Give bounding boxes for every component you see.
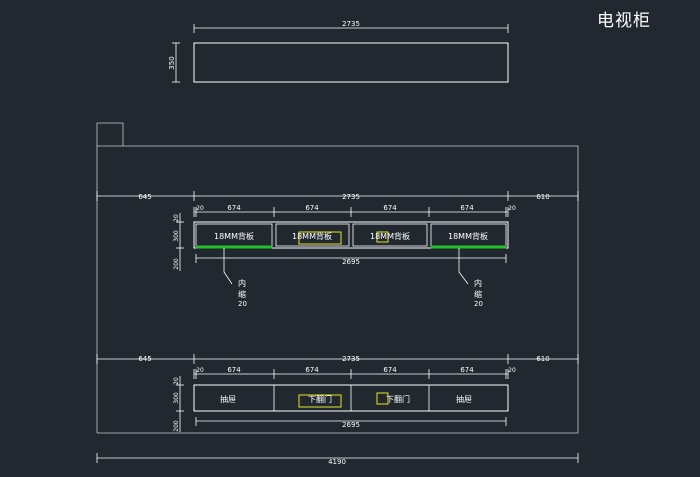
upper-yellow-box-1 bbox=[298, 231, 342, 245]
upper-note-right-3: 20 bbox=[474, 300, 483, 308]
upper-note-left-2: 缩 bbox=[238, 289, 246, 299]
top-plan-outline bbox=[193, 42, 509, 83]
top-width-dim-text: 2735 bbox=[342, 20, 360, 28]
upper-note-left-3: 20 bbox=[238, 300, 247, 308]
upper-note-left-leader bbox=[223, 248, 233, 285]
upper-panel-label-3: 18MM背板 bbox=[370, 231, 410, 241]
upper-center-dim: 2735 bbox=[342, 193, 360, 201]
lower-bay-dim-3: 674 bbox=[383, 366, 397, 374]
lower-vdim-2: 300 bbox=[173, 392, 180, 404]
upper-bay-dim-1: 674 bbox=[227, 204, 241, 212]
lower-yellow-box-2 bbox=[376, 392, 389, 405]
lower-bay-dim-4: 674 bbox=[460, 366, 474, 374]
lower-bay-dim-2: 674 bbox=[305, 366, 319, 374]
lower-vdim-3: 20 bbox=[173, 377, 180, 385]
upper-cabinet-outline bbox=[193, 221, 509, 249]
upper-panel-label-2: 18MM背板 bbox=[292, 231, 332, 241]
upper-bay-3 bbox=[352, 223, 428, 247]
upper-panel-label-4: 18MM背板 bbox=[448, 231, 488, 241]
upper-panel-label-1: 18MM背板 bbox=[214, 231, 254, 241]
lower-vdim-1: 200 bbox=[173, 420, 180, 432]
top-depth-dim-text: 350 bbox=[168, 56, 176, 69]
upper-bay-dim-3: 674 bbox=[383, 204, 397, 212]
lower-panel-label-2: 下翻门 bbox=[308, 394, 332, 404]
upper-bay-dim-4: 674 bbox=[460, 204, 474, 212]
upper-inner-dim: 2695 bbox=[342, 258, 360, 266]
upper-edge-left-dim: 20 bbox=[196, 205, 204, 212]
upper-vdim-2: 300 bbox=[173, 230, 180, 242]
wall-total-dimension: 4190 bbox=[96, 453, 579, 466]
lower-elevation: 645 2735 610 20 674 674 674 674 20 抽屉 下翻… bbox=[96, 354, 579, 432]
lower-left-dim: 645 bbox=[138, 355, 151, 363]
lower-bay-dim-1: 674 bbox=[227, 366, 241, 374]
lower-edge-right-dim: 20 bbox=[508, 367, 516, 374]
upper-elevation: 645 2735 610 20 674 674 674 674 20 18MM背… bbox=[96, 191, 579, 308]
lower-panel-label-1: 抽屉 bbox=[220, 394, 236, 404]
lower-right-dim: 610 bbox=[536, 355, 549, 363]
upper-yellow-box-2 bbox=[376, 231, 389, 243]
upper-vdim-3: 20 bbox=[173, 214, 180, 222]
upper-note-left-1: 内 bbox=[238, 278, 246, 288]
upper-note-right-2: 缩 bbox=[474, 289, 482, 299]
upper-bay-2 bbox=[275, 223, 350, 247]
lower-panel-label-4: 抽屉 bbox=[456, 394, 472, 404]
lower-inner-dim: 2695 bbox=[342, 421, 360, 429]
wall-outline bbox=[96, 122, 579, 434]
upper-right-dim: 610 bbox=[536, 193, 549, 201]
upper-bay-dim-2: 674 bbox=[305, 204, 319, 212]
lower-yellow-box-1 bbox=[298, 394, 342, 408]
top-plan-view: 2735 350 bbox=[168, 20, 509, 83]
drawing-title: 电视柜 bbox=[597, 11, 651, 31]
wall-total-dim-text: 4190 bbox=[328, 458, 346, 466]
upper-vdim-1: 200 bbox=[173, 258, 180, 270]
lower-edge-left-dim: 20 bbox=[196, 367, 204, 374]
lower-center-dim: 2735 bbox=[342, 355, 360, 363]
lower-panel-label-3: 下翻门 bbox=[386, 394, 410, 404]
upper-edge-right-dim: 20 bbox=[508, 205, 516, 212]
upper-left-dim: 645 bbox=[138, 193, 151, 201]
upper-note-right-1: 内 bbox=[474, 278, 482, 288]
upper-note-right-leader bbox=[458, 248, 469, 285]
